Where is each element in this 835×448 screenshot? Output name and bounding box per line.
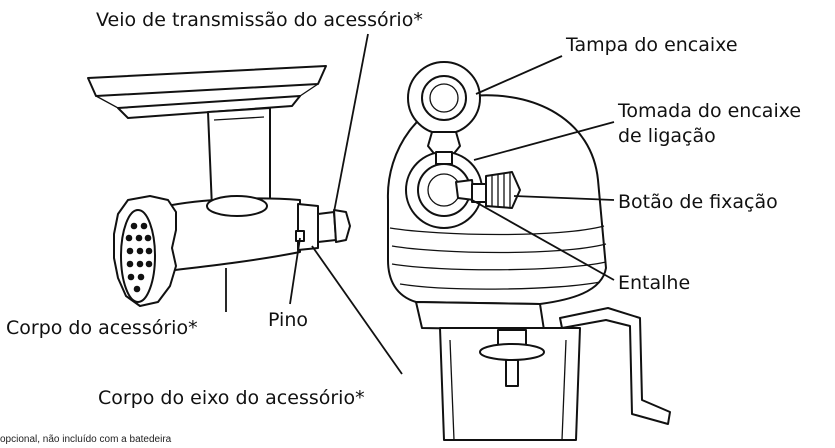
label-notch: Entalhe bbox=[618, 272, 690, 294]
label-knob: Botão de fixação bbox=[618, 191, 778, 213]
footnote: opcional, não incluído com a batedeira bbox=[0, 434, 172, 445]
grinder-shaft-housing bbox=[297, 203, 319, 251]
grinder-body bbox=[157, 197, 301, 273]
leader-lines bbox=[225, 33, 615, 375]
label-hub-cover: Tampa do encaixe bbox=[565, 34, 738, 56]
label-hub-socket: Tomada do encaixe bbox=[617, 100, 801, 122]
label-pin: Pino bbox=[268, 309, 308, 331]
label-housing: Corpo do acessório* bbox=[6, 317, 198, 339]
mixer-neck bbox=[415, 301, 545, 331]
mixer-lever bbox=[559, 307, 671, 425]
hub-cover bbox=[407, 61, 481, 157]
grinding-plate-holes bbox=[125, 222, 153, 293]
label-hub-socket-2: de ligação bbox=[618, 125, 716, 147]
grinder-hopper bbox=[87, 65, 327, 97]
grinder-attachment bbox=[87, 65, 351, 307]
label-drive-shaft: Veio de transmissão do acessório* bbox=[96, 9, 423, 31]
grinder-feed-tube bbox=[207, 107, 271, 209]
label-shaft-housing: Corpo do eixo do acessório* bbox=[98, 387, 365, 409]
grinder-drive-shaft bbox=[317, 211, 337, 243]
attachment-knob bbox=[471, 171, 521, 209]
hub-socket bbox=[405, 151, 483, 229]
